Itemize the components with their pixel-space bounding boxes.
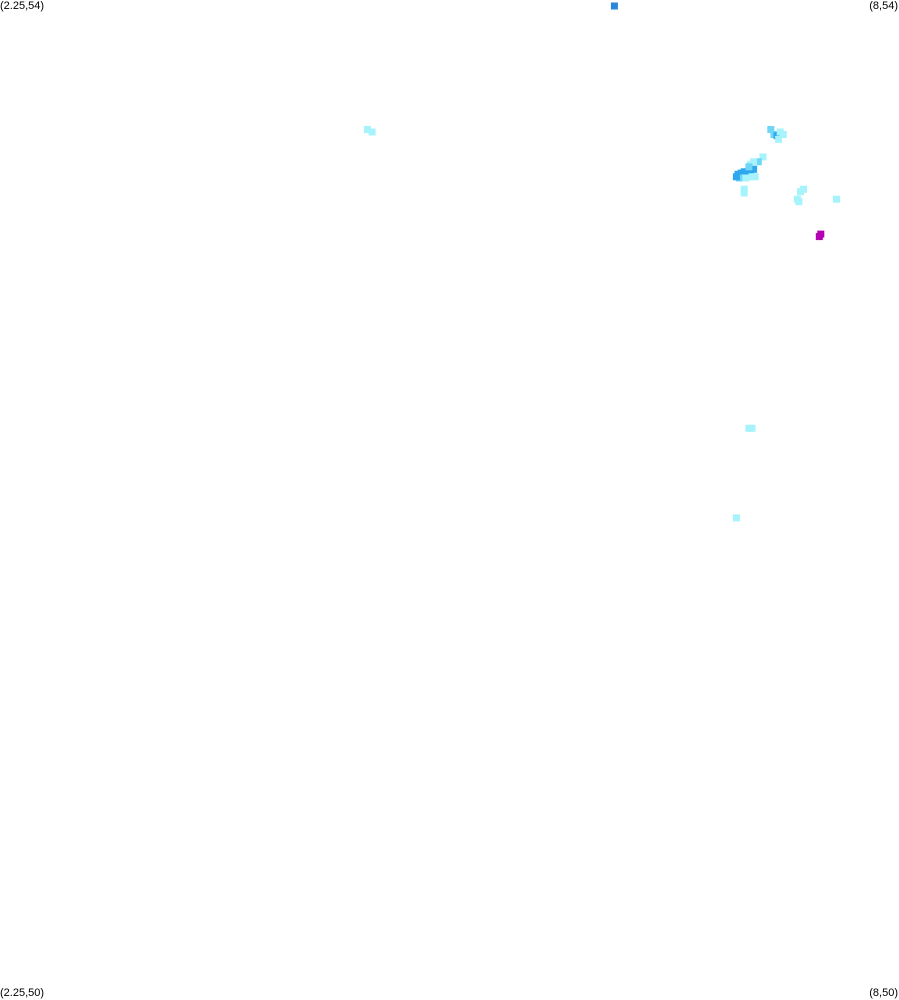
- corner-label-bottom-right: (8,50): [869, 987, 898, 999]
- map-point: [817, 230, 825, 238]
- map-point: [767, 126, 775, 133]
- map-point: [745, 163, 753, 171]
- map-point: [795, 198, 803, 206]
- map-point: [833, 195, 840, 203]
- map-point: [759, 153, 767, 161]
- corner-label-bottom-left: (2.25,50): [0, 987, 45, 999]
- map-point: [740, 185, 748, 193]
- map-point: [363, 126, 371, 133]
- map-point: [742, 174, 750, 182]
- map-point: [748, 424, 756, 432]
- map-point: [732, 514, 740, 522]
- map-point: [754, 158, 762, 166]
- map-point: [750, 165, 758, 173]
- map-point: [610, 2, 618, 10]
- map-point: [773, 132, 781, 140]
- corner-label-top-right: (8,54): [869, 0, 898, 12]
- map-point: [775, 135, 783, 143]
- map-point: [740, 189, 748, 197]
- map-point: [800, 185, 808, 193]
- corner-label-top-left: (2.25,54): [0, 0, 45, 12]
- map-point: [779, 131, 787, 138]
- map-point: [368, 128, 376, 136]
- map-point: [751, 173, 759, 181]
- map-point: [732, 173, 740, 181]
